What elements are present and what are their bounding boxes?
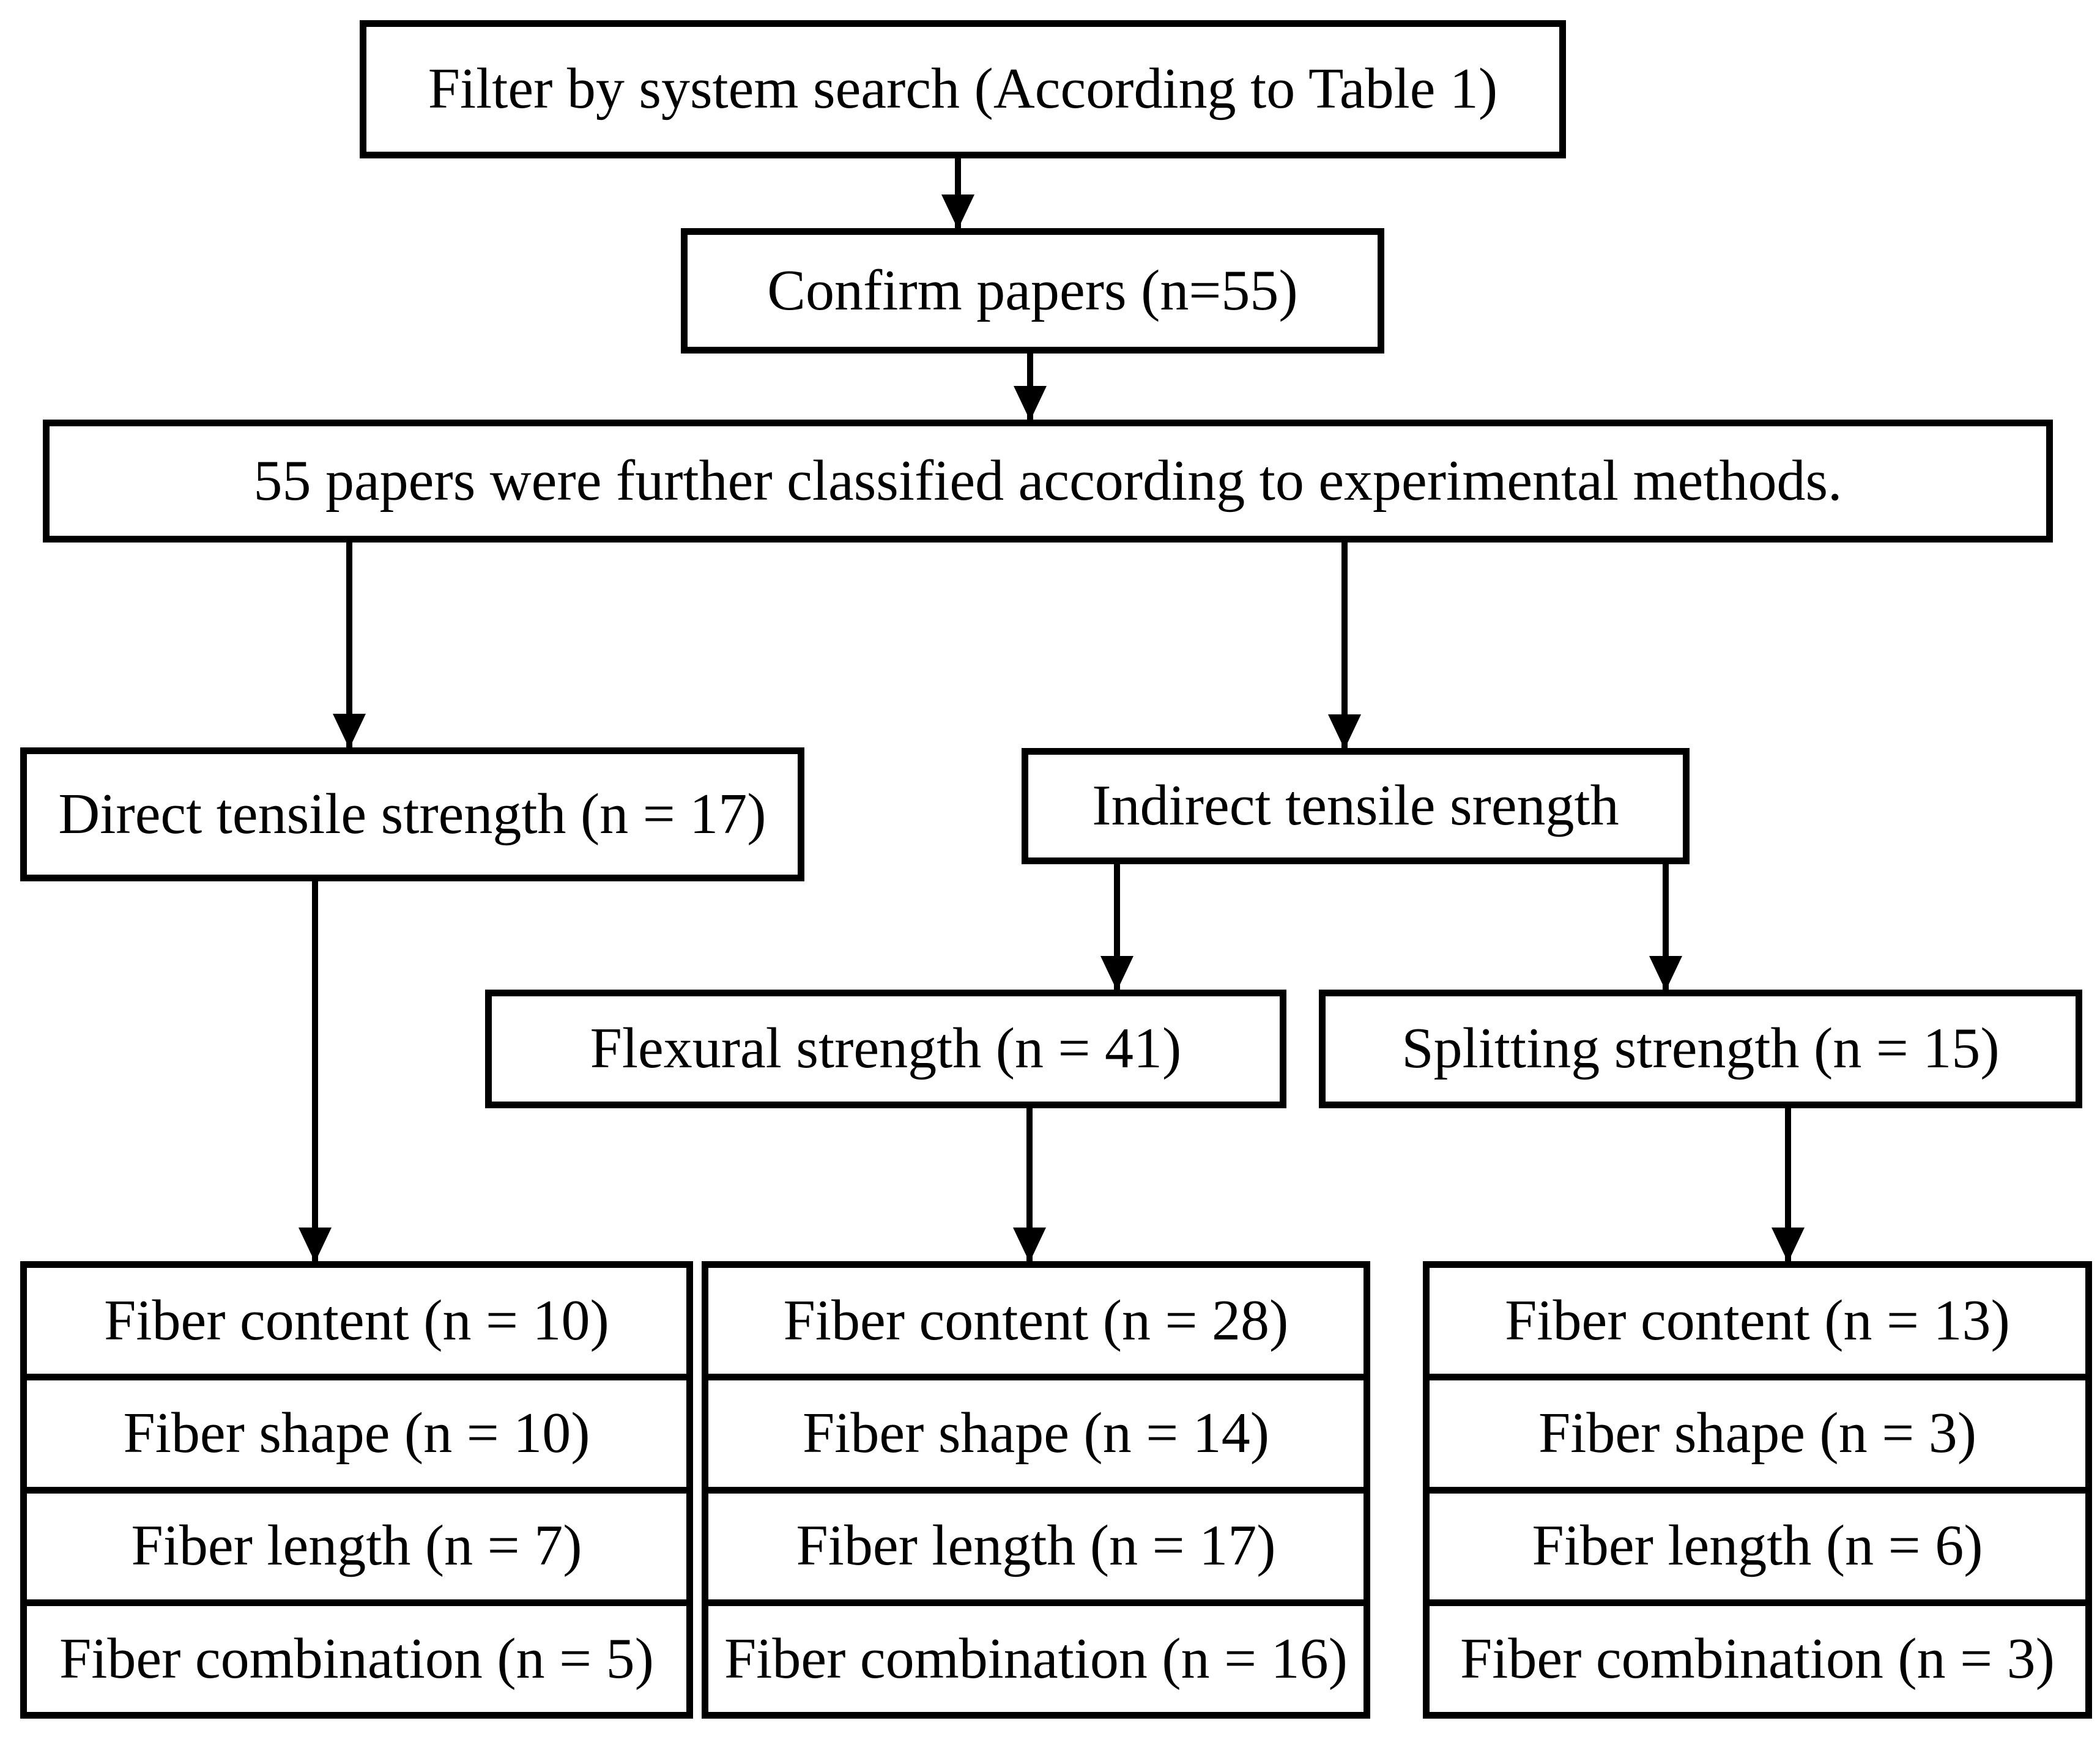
row-label: Fiber shape (n = 14) [802, 1401, 1270, 1465]
arrow-down-icon [1014, 386, 1047, 421]
node-splitting-strength: Splitting strength (n = 15) [1319, 990, 2082, 1108]
arrow-down-icon [333, 714, 366, 749]
row-label: Fiber shape (n = 3) [1538, 1401, 1977, 1465]
node-indirect-tensile: Indirect tensile srength [1022, 748, 1690, 864]
row-label: Fiber content (n = 13) [1505, 1288, 2010, 1352]
row-fiber-length: Fiber length (n = 7) [27, 1494, 686, 1606]
connector-classified-to-indirect-line [1341, 542, 1348, 748]
row-fiber-combination: Fiber combination (n = 3) [1430, 1606, 2085, 1712]
row-label: Fiber combination (n = 5) [59, 1626, 654, 1691]
connector-classified-to-direct-line [346, 542, 352, 747]
node-splitting-label: Splitting strength (n = 15) [1401, 1017, 2000, 1081]
row-label: Fiber content (n = 10) [104, 1288, 609, 1352]
arrow-down-icon [1649, 956, 1682, 991]
node-confirm-label: Confirm papers (n=55) [767, 258, 1298, 322]
node-flexural-strength: Flexural strength (n = 41) [485, 990, 1286, 1108]
row-fiber-content: Fiber content (n = 28) [708, 1268, 1364, 1381]
row-label: Fiber shape (n = 10) [123, 1401, 590, 1465]
row-fiber-content: Fiber content (n = 10) [27, 1268, 686, 1381]
node-direct-tensile: Direct tensile strength (n = 17) [20, 747, 804, 881]
row-fiber-shape: Fiber shape (n = 10) [27, 1380, 686, 1494]
row-fiber-shape: Fiber shape (n = 3) [1430, 1380, 2085, 1494]
node-filter-label: Filter by system search (According to Ta… [428, 57, 1498, 121]
row-fiber-length: Fiber length (n = 6) [1430, 1494, 2085, 1606]
node-papers-classified: 55 papers were further classified accord… [43, 420, 2053, 543]
arrow-down-icon [1328, 714, 1361, 749]
connector-direct-to-breakdown-line [312, 881, 318, 1261]
row-fiber-combination: Fiber combination (n = 5) [27, 1606, 686, 1712]
direct-breakdown-stack: Fiber content (n = 10) Fiber shape (n = … [20, 1261, 693, 1719]
arrow-down-icon [1013, 1228, 1046, 1262]
row-fiber-shape: Fiber shape (n = 14) [708, 1380, 1364, 1494]
arrow-down-icon [941, 194, 974, 229]
arrow-down-icon [299, 1228, 332, 1262]
node-classified-label: 55 papers were further classified accord… [253, 448, 1842, 513]
flexural-breakdown-stack: Fiber content (n = 28) Fiber shape (n = … [702, 1261, 1370, 1719]
node-flexural-label: Flexural strength (n = 41) [590, 1017, 1182, 1081]
splitting-breakdown-stack: Fiber content (n = 13) Fiber shape (n = … [1423, 1261, 2092, 1719]
arrow-down-icon [1772, 1228, 1805, 1262]
connector-flexural-to-breakdown-line [1026, 1108, 1033, 1261]
row-fiber-combination: Fiber combination (n = 16) [708, 1606, 1364, 1712]
node-confirm-papers: Confirm papers (n=55) [681, 228, 1384, 354]
connector-indirect-to-flexural-line [1114, 864, 1120, 990]
connector-indirect-to-splitting-line [1663, 864, 1669, 990]
row-fiber-content: Fiber content (n = 13) [1430, 1268, 2085, 1381]
node-direct-label: Direct tensile strength (n = 17) [58, 782, 766, 846]
row-label: Fiber content (n = 28) [783, 1288, 1289, 1352]
connector-splitting-to-breakdown-line [1785, 1108, 1791, 1261]
row-label: Fiber length (n = 17) [796, 1514, 1276, 1578]
row-label: Fiber combination (n = 16) [724, 1626, 1348, 1691]
arrow-down-icon [1100, 956, 1133, 991]
connector-filter-to-confirm-line [955, 158, 961, 228]
row-label: Fiber length (n = 7) [131, 1514, 582, 1578]
row-fiber-length: Fiber length (n = 17) [708, 1494, 1364, 1606]
row-label: Fiber combination (n = 3) [1460, 1626, 2055, 1691]
node-filter-by-system-search: Filter by system search (According to Ta… [360, 20, 1566, 158]
node-indirect-label: Indirect tensile srength [1092, 774, 1619, 838]
row-label: Fiber length (n = 6) [1532, 1514, 1983, 1578]
